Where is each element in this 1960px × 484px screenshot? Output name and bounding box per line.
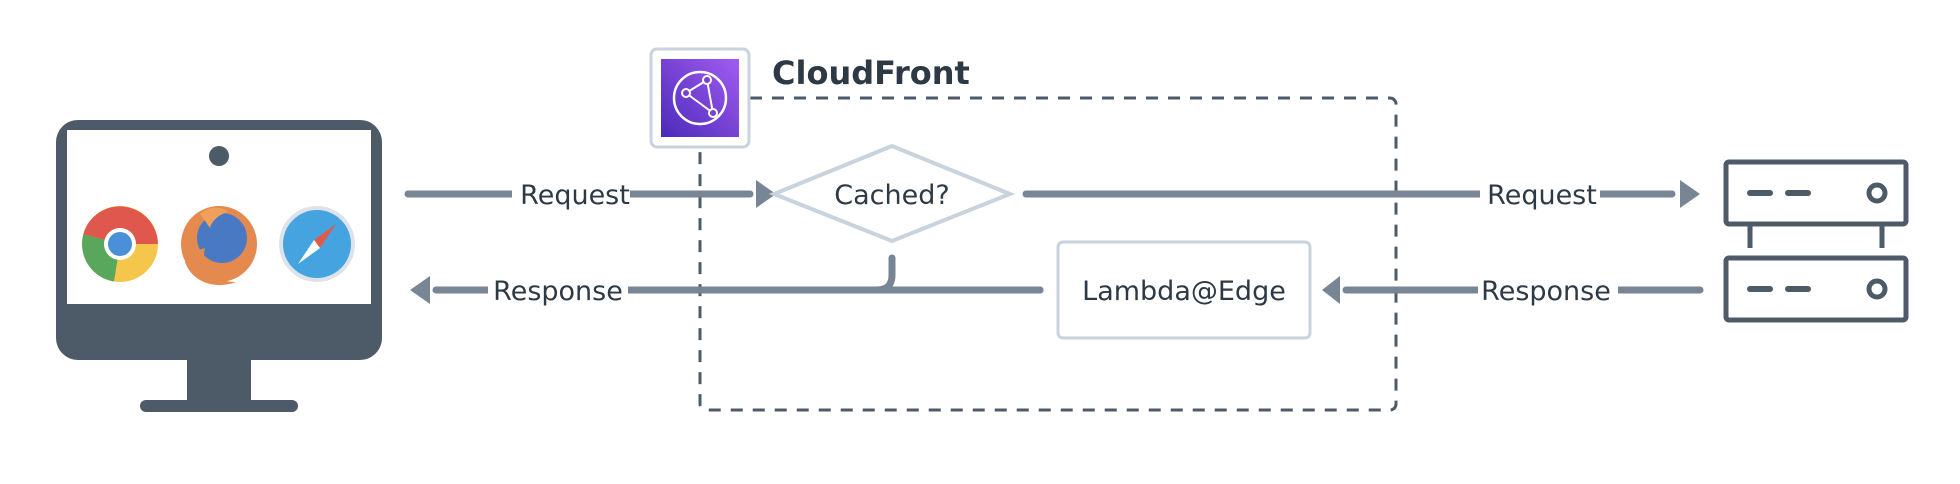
cache-hit-line [873, 254, 1044, 294]
firefox-icon [181, 206, 257, 286]
cached-decision [768, 143, 1016, 244]
lambda-edge-label: Lambda@Edge [1082, 276, 1286, 307]
response-arrowhead-client [410, 276, 430, 304]
request-label-right: Request [1487, 180, 1597, 211]
lambda-edge-box [1056, 240, 1312, 340]
safari-icon [279, 206, 355, 282]
cloudfront-title: CloudFront [772, 54, 970, 92]
cloudfront-logo-icon [649, 47, 751, 149]
request-label-left: Request [520, 180, 630, 211]
response-label-left: Response [493, 276, 623, 307]
origin-server-icon [1723, 159, 1909, 323]
request-arrowhead-origin [1680, 180, 1700, 208]
response-label-right: Response [1481, 276, 1611, 307]
cloudfront-boundary [698, 96, 1398, 412]
chrome-icon [82, 206, 158, 282]
response-arrowhead-origin [1322, 276, 1340, 304]
cached-label: Cached? [834, 180, 949, 211]
request-arrowhead-client [756, 180, 776, 208]
desktop-computer-icon [56, 120, 382, 412]
